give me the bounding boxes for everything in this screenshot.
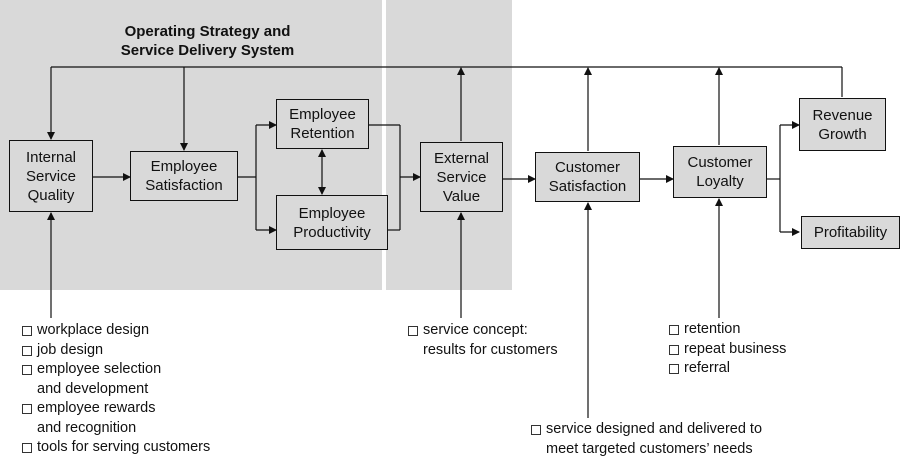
checkbox-icon [669, 364, 679, 374]
list-item: service designed and delivered to meet t… [531, 420, 762, 459]
list-item: service concept: results for customers [408, 321, 558, 360]
employee-retention-box: Employee Retention [276, 99, 369, 149]
customer-loyalty-box: Customer Loyalty [673, 146, 767, 198]
checkbox-icon [22, 326, 32, 336]
diagram-title: Operating Strategy and Service Delivery … [120, 23, 295, 59]
checkbox-icon [22, 404, 32, 414]
external-service-value-box: External Service Value [420, 142, 503, 212]
service-design-list: service designed and delivered to meet t… [531, 420, 762, 459]
checkbox-icon [669, 344, 679, 355]
list-item: retention [669, 320, 786, 340]
checkbox-icon [531, 425, 541, 435]
list-item: repeat business [669, 340, 786, 360]
loyalty-factors-list: retention repeat business referral [669, 320, 786, 379]
employee-satisfaction-box: Employee Satisfaction [130, 151, 238, 201]
checkbox-icon [22, 443, 32, 453]
checkbox-icon [22, 365, 32, 375]
internal-quality-factors-list: workplace design job design employee sel… [22, 321, 210, 458]
customer-satisfaction-box: Customer Satisfaction [535, 152, 640, 202]
list-item: tools for serving customers [22, 438, 210, 458]
list-item: workplace design [22, 321, 210, 341]
list-item: job design [22, 341, 210, 361]
list-item: employee rewards and recognition [22, 399, 210, 438]
employee-productivity-box: Employee Productivity [276, 195, 388, 250]
internal-service-quality-box: Internal Service Quality [9, 140, 93, 212]
revenue-growth-box: Revenue Growth [799, 98, 886, 151]
checkbox-icon [22, 345, 32, 356]
list-item: referral [669, 359, 786, 379]
service-concept-list: service concept: results for customers [408, 321, 558, 360]
checkbox-icon [408, 326, 418, 336]
checkbox-icon [669, 325, 679, 335]
list-item: employee selection and development [22, 360, 210, 399]
profitability-box: Profitability [801, 216, 900, 249]
